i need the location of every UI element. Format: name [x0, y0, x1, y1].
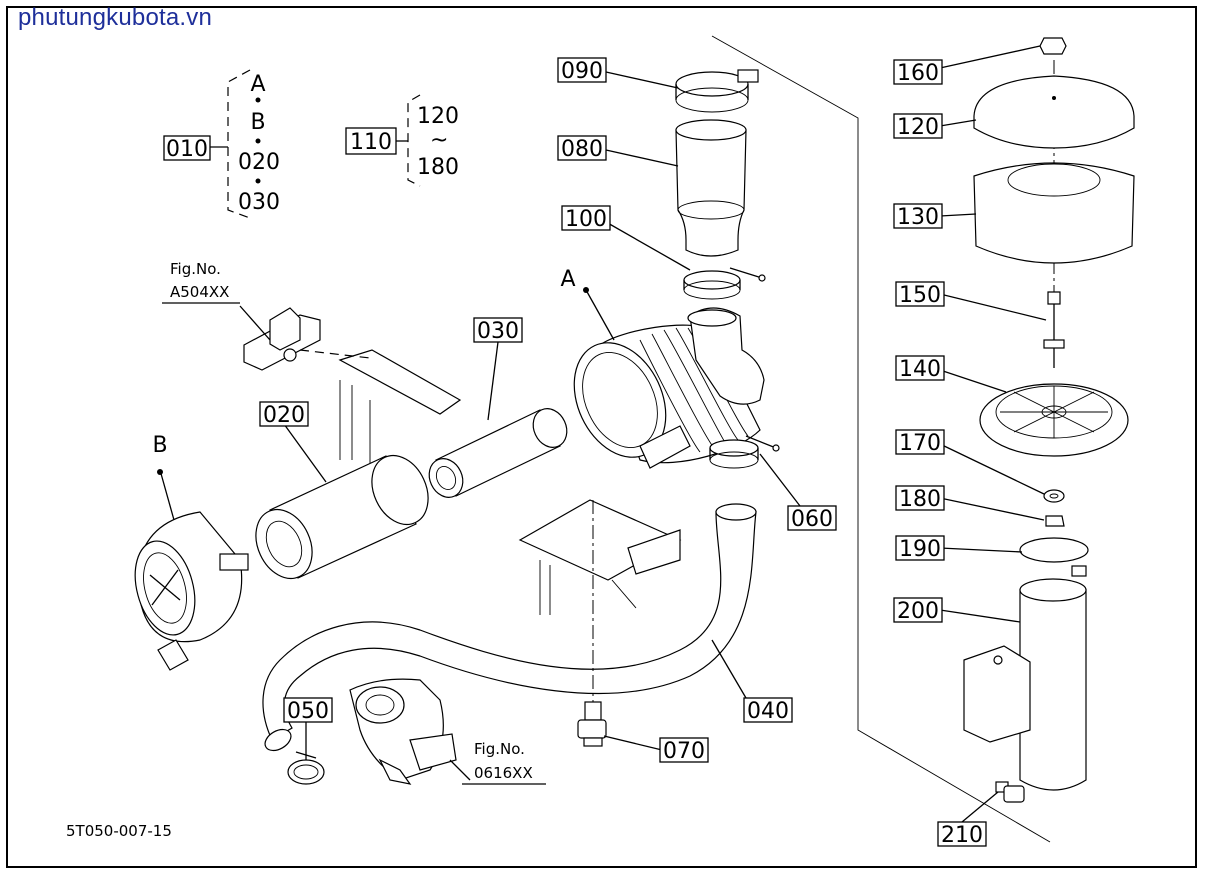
- callout-070[interactable]: 070: [659, 737, 709, 764]
- callout-160[interactable]: 160: [893, 59, 943, 86]
- figref-0616-line1: Fig.No.: [474, 740, 525, 758]
- point-a-label: A: [560, 267, 575, 292]
- group-010-bracket: A B 020 030: [210, 69, 280, 219]
- callout-150[interactable]: 150: [895, 281, 945, 308]
- svg-text:120: 120: [897, 115, 939, 140]
- callout-040[interactable]: 040: [743, 697, 793, 724]
- callout-210[interactable]: 210: [937, 821, 987, 848]
- air-cleaner-housing: [573, 307, 765, 469]
- callout-140[interactable]: 140: [895, 355, 945, 382]
- svg-text:180: 180: [899, 487, 941, 512]
- svg-text:160: 160: [897, 61, 939, 86]
- callout-170[interactable]: 170: [895, 429, 945, 456]
- drawing-code: 5T050-007-15: [66, 822, 172, 840]
- part-060-clamp: [709, 435, 780, 469]
- figref-0616-line2: 0616XX: [474, 764, 533, 782]
- part-020-outer-element: [255, 454, 429, 580]
- part-140-fan: [979, 383, 1129, 457]
- callout-100[interactable]: 100: [561, 205, 611, 232]
- callout-010[interactable]: 010: [163, 135, 211, 162]
- svg-text:190: 190: [899, 537, 941, 562]
- figref-a504-line1: Fig.No.: [170, 260, 221, 278]
- callout-130[interactable]: 130: [893, 203, 943, 230]
- callout-030[interactable]: 030: [473, 317, 523, 344]
- svg-text:150: 150: [899, 283, 941, 308]
- part-190-clamp: [1019, 537, 1089, 577]
- part-160-knob: [1039, 37, 1067, 55]
- group-010-item-030: 030: [238, 190, 280, 215]
- right-group-outline: [711, 35, 1051, 843]
- part-070-drain-valve: [577, 701, 607, 747]
- group-110-tilde: ~: [430, 128, 448, 153]
- watermark: phutungkubota.vn: [18, 4, 213, 31]
- figref-0616: Fig.No. 0616XX: [462, 740, 546, 785]
- callout-180[interactable]: 180: [895, 485, 945, 512]
- part-030-inner-element: [428, 408, 568, 498]
- callout-110[interactable]: 110: [345, 127, 397, 155]
- callout-190[interactable]: 190: [895, 535, 945, 562]
- svg-text:040: 040: [747, 699, 789, 724]
- figref-a504-line2: A504XX: [170, 283, 229, 301]
- group-110-end: 180: [417, 155, 459, 180]
- svg-text:140: 140: [899, 357, 941, 382]
- drawing-frame: [6, 6, 1197, 868]
- air-cleaner-cap-b: [134, 511, 249, 671]
- part-040-hose: [262, 503, 757, 752]
- part-100-clamp: [683, 267, 766, 300]
- part-080-hose: [675, 119, 747, 257]
- svg-text:100: 100: [565, 207, 607, 232]
- part-180-nut: [1045, 515, 1065, 527]
- callout-090[interactable]: 090: [557, 57, 607, 84]
- part-150-bolt: [1043, 291, 1065, 368]
- part-210-drain: [995, 781, 1025, 803]
- group-010-item-b: B: [250, 110, 265, 135]
- callout-120[interactable]: 120: [893, 113, 943, 140]
- point-b-label: B: [152, 433, 167, 458]
- group-010-item-020: 020: [238, 150, 280, 175]
- svg-text:020: 020: [263, 403, 305, 428]
- group-110-bracket: 120 ~ 180: [396, 94, 459, 187]
- svg-text:010: 010: [166, 137, 208, 162]
- group-010-item-a: A: [250, 72, 265, 97]
- part-200-stack: [963, 578, 1087, 791]
- svg-text:030: 030: [477, 319, 519, 344]
- callout-080[interactable]: 080: [557, 135, 607, 162]
- svg-text:080: 080: [561, 137, 603, 162]
- callout-200[interactable]: 200: [893, 597, 943, 624]
- svg-text:200: 200: [897, 599, 939, 624]
- callout-050[interactable]: 050: [283, 697, 333, 724]
- part-130-shell: [973, 162, 1135, 264]
- part-170-washer: [1043, 489, 1065, 503]
- svg-text:130: 130: [897, 205, 939, 230]
- svg-text:210: 210: [941, 823, 983, 848]
- part-090-clamp: [675, 69, 759, 113]
- svg-text:050: 050: [287, 699, 329, 724]
- callout-020[interactable]: 020: [259, 401, 309, 428]
- leader-lines: [157, 45, 1047, 823]
- figref-a504: Fig.No. A504XX: [162, 260, 240, 304]
- svg-text:170: 170: [899, 431, 941, 456]
- svg-text:110: 110: [350, 130, 392, 155]
- svg-text:060: 060: [791, 507, 833, 532]
- mounting-bracket-a504: [243, 307, 462, 470]
- svg-text:090: 090: [561, 59, 603, 84]
- group-110-start: 120: [417, 104, 459, 129]
- callout-060[interactable]: 060: [787, 505, 837, 532]
- engine-intake-0616: [349, 678, 457, 785]
- part-120-cover: [973, 75, 1135, 149]
- mounting-plate-center: [518, 499, 682, 705]
- svg-text:070: 070: [663, 739, 705, 764]
